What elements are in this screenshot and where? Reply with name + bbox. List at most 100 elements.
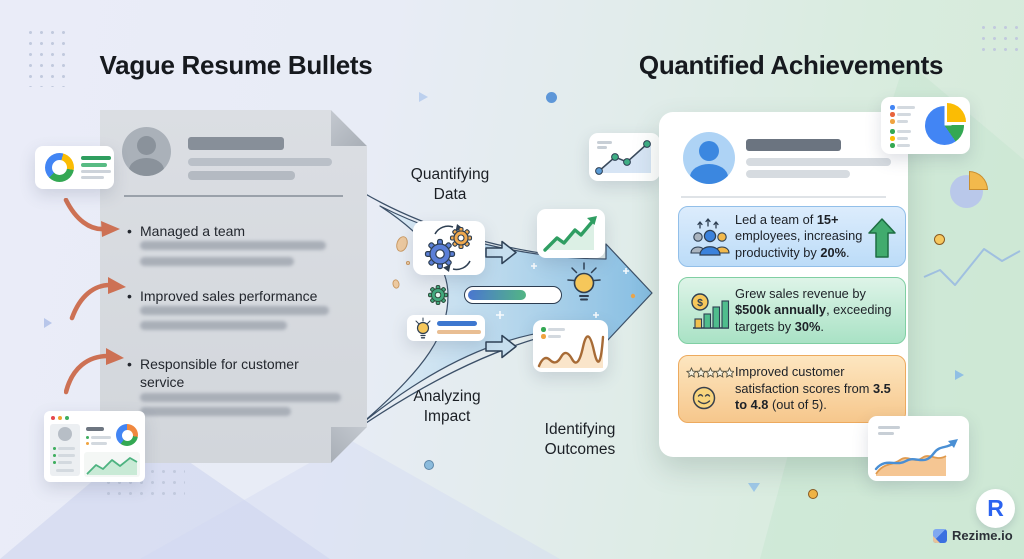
dot-decor: [630, 293, 636, 299]
growth-chart-icon: [543, 216, 597, 252]
blurred-text-bar: [140, 306, 329, 315]
legend-dot: [541, 334, 546, 339]
logo-letter: R: [987, 495, 1004, 521]
brand-row: Rezime.io: [933, 528, 1013, 543]
text-line: [597, 146, 607, 149]
browser-analytics-card: [44, 411, 145, 482]
achievement-box-team: Led a team of 15+ employees, increasing …: [678, 206, 906, 267]
blurred-text-bar: [140, 241, 326, 250]
gears-card: [413, 221, 485, 275]
achievement-text: Improved customer satisfaction scores fr…: [735, 364, 891, 413]
dotted-line-chart-icon: [595, 140, 651, 175]
legend-dot: [541, 327, 546, 332]
progress-bar: [464, 286, 562, 304]
progress-bar-fill: [468, 290, 526, 300]
blurred-text-bar: [140, 257, 294, 266]
text-line: [81, 163, 107, 167]
text-line: [81, 156, 111, 160]
window-dot-red: [51, 416, 55, 420]
growth-chart-card: [537, 209, 605, 258]
text-line: [81, 176, 104, 179]
donut-chart-icon: [45, 153, 74, 182]
legend-line: [548, 334, 561, 338]
area-chart-icon: [84, 452, 140, 477]
sparkle-icon: [496, 263, 629, 319]
text-line: [878, 426, 900, 429]
dot-grid-top-right: [978, 22, 1022, 56]
donut-stats-card: [35, 146, 114, 189]
window-dot-green: [65, 416, 69, 420]
lightbulb-icon: [415, 317, 431, 339]
resume-document: Managed a team Improved sales performanc…: [100, 110, 367, 463]
up-arrow-icon: [868, 218, 896, 258]
left-heading: Vague Resume Bullets: [99, 50, 373, 80]
legend-line: [548, 327, 565, 331]
dot-decor: [546, 92, 557, 103]
annotation-arrow-icon: [64, 348, 124, 395]
orange-ring-dot: [934, 234, 945, 245]
pie-quarter-exploded: [947, 103, 966, 122]
small-arrow-icon: [485, 240, 517, 265]
text-placeholder-bar: [746, 158, 891, 166]
small-arrow-icon: [485, 334, 517, 359]
achievements-card: Led a team of 15+ employees, increasing …: [659, 112, 908, 457]
resume-bullet-1: Managed a team: [127, 222, 340, 240]
text-line: [81, 170, 111, 173]
achievement-box-revenue: $ Grew sales revenue by $500k annually, …: [678, 277, 906, 344]
text-placeholder-bar: [188, 158, 332, 166]
brand-name: Rezime.io: [952, 528, 1013, 543]
divider: [681, 196, 886, 198]
triangle-decor-icon: [748, 483, 760, 492]
avatar: [683, 132, 735, 184]
achievement-text: Led a team of 15+ employees, increasing …: [735, 211, 863, 260]
annotation-arrow-icon: [63, 198, 120, 237]
dot-grid-top-left: [25, 27, 71, 87]
wavy-chart-card: [533, 320, 608, 372]
achievement-text: Grew sales revenue by $500k annually, ex…: [735, 285, 892, 334]
mountain-line-decor: [923, 248, 1021, 286]
blurred-text-bar: [140, 407, 291, 416]
blurred-text-bar: [140, 393, 341, 402]
triangle-decor-icon: [419, 92, 428, 102]
name-placeholder-bar: [746, 139, 841, 151]
wavy-line-icon: [537, 335, 605, 368]
revenue-bars-coin-icon: $: [691, 292, 730, 329]
svg-text:$: $: [697, 297, 703, 309]
resume-bullet-2: Improved sales performance: [127, 287, 350, 305]
brand-mark-icon: [933, 528, 947, 543]
text-placeholder-bar: [188, 171, 295, 180]
flow-step-label-quantifying-data: Quantifying Data: [410, 166, 490, 203]
text-line: [86, 427, 104, 431]
avatar: [122, 127, 171, 176]
idea-card: [407, 315, 485, 341]
blob-decor: [392, 236, 411, 289]
profile-panel: [50, 424, 80, 476]
triangle-decor-icon: [44, 318, 52, 328]
text-line: [437, 321, 477, 326]
line-chart-card: [589, 133, 660, 181]
orange-ring-dot: [808, 489, 818, 499]
donut-chart-icon: [116, 424, 138, 446]
logo-badge: R: [976, 489, 1015, 528]
text-placeholder-bar: [746, 170, 850, 178]
triangle-decor-icon: [955, 370, 964, 380]
lightbulb-icon: [567, 262, 601, 301]
achievement-box-satisfaction: Improved customer satisfaction scores fr…: [678, 355, 906, 423]
text-line: [597, 141, 612, 144]
right-heading: Quantified Achievements: [638, 50, 944, 80]
gears-icon: [424, 224, 473, 272]
gear-icon: [428, 285, 448, 305]
dual-wave-chart-card: [868, 416, 969, 481]
text-line: [878, 432, 894, 435]
window-dot-yellow: [58, 416, 62, 420]
annotation-arrow-icon: [69, 277, 126, 321]
resume-bullet-3: Responsible for customer service: [127, 355, 312, 391]
flow-step-label-identifying-outcomes: Identifying Outcomes: [544, 421, 616, 458]
team-growth-icon: [690, 217, 730, 256]
text-line: [437, 330, 481, 334]
dual-wave-chart-icon: [874, 439, 958, 476]
blurred-text-bar: [140, 321, 287, 330]
flow-step-label-analyzing-impact: Analyzing Impact: [413, 388, 481, 425]
